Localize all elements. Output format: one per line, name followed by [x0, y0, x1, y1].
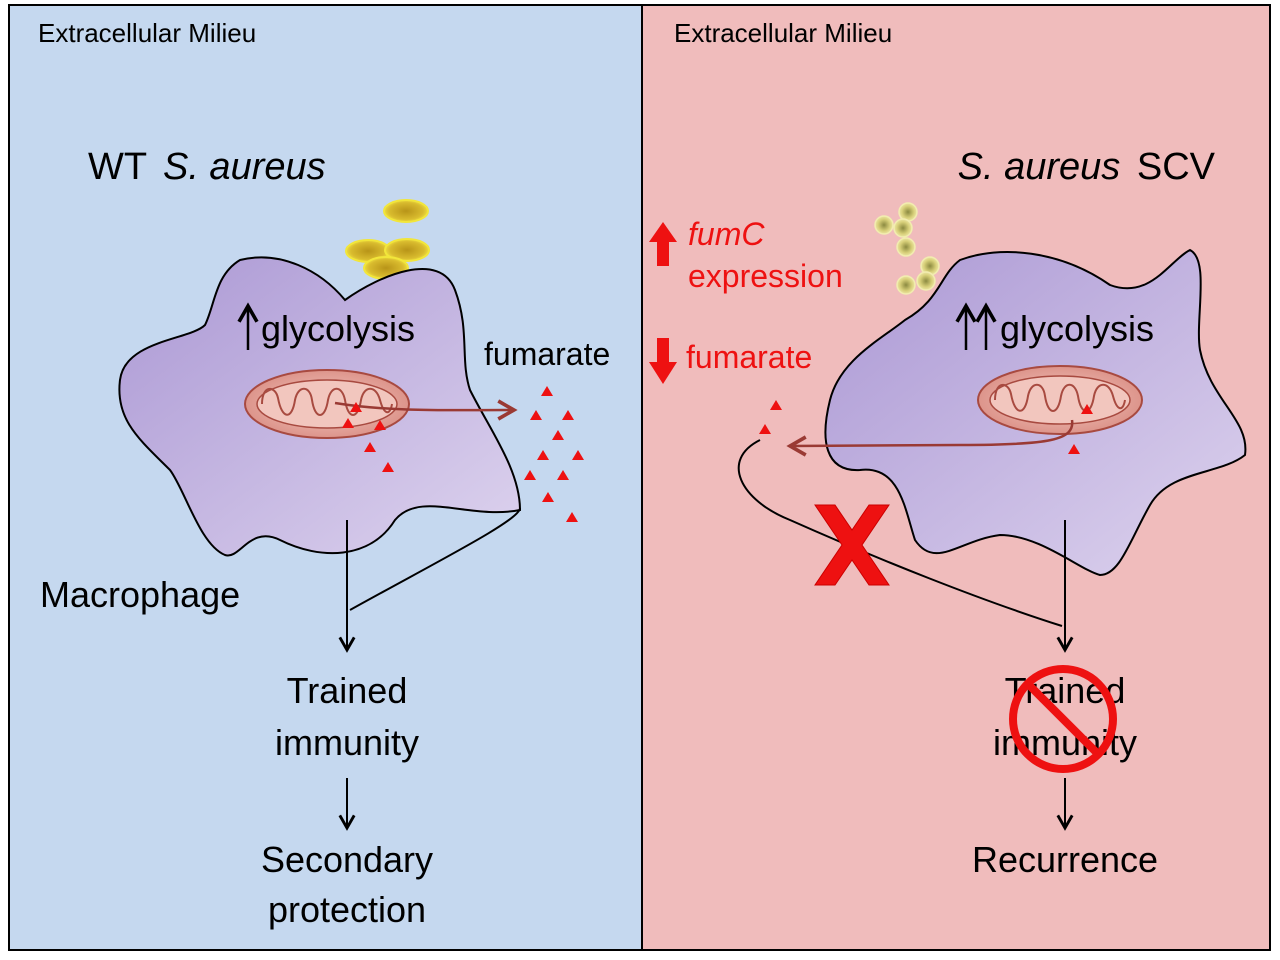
right-milieu-label: Extracellular Milieu	[674, 18, 892, 48]
fumarate-marker	[537, 450, 549, 460]
bacterium	[896, 275, 916, 295]
prohibited-icon	[1009, 665, 1117, 773]
left-fumarate-to-pathway-line	[349, 507, 521, 611]
fumarate-marker	[541, 386, 553, 396]
left-trained-line2: immunity	[275, 722, 419, 763]
fumarate-marker	[350, 402, 362, 412]
fumarate-marker	[530, 410, 542, 420]
right-mitochondrion-icon	[977, 365, 1143, 435]
fumarate-marker	[566, 512, 578, 522]
fumarate-marker	[382, 462, 394, 472]
fumc-gene-label: fumC	[688, 216, 765, 252]
bacterium	[874, 215, 894, 235]
recurrence-label: Recurrence	[972, 839, 1158, 880]
left-mitochondrion-icon	[244, 369, 410, 439]
left-macrophage-label: Macrophage	[40, 574, 240, 615]
right-fumarate-label: fumarate	[686, 339, 812, 375]
fumarate-marker	[1068, 444, 1080, 454]
fumarate-marker	[759, 424, 771, 434]
bacterium	[916, 271, 936, 291]
fumarate-marker	[552, 430, 564, 440]
left-trained-line1: Trained	[287, 670, 408, 711]
right-fumarate-export-arrow	[786, 419, 1074, 457]
left-glycolysis-label: glycolysis	[261, 308, 415, 349]
left-protection-line2: protection	[268, 889, 426, 930]
fumarate-marker	[557, 470, 569, 480]
left-milieu-label: Extracellular Milieu	[38, 18, 256, 48]
bacterium	[898, 202, 918, 222]
left-protection-line1: Secondary	[261, 839, 433, 880]
inhibition-x-icon	[814, 504, 890, 586]
right-fumarate-molecules	[759, 400, 1093, 454]
fumarate-marker	[562, 410, 574, 420]
scv-bacteria	[874, 202, 940, 295]
fumarate-marker	[542, 492, 554, 502]
right-organism-title: S. aureus SCV	[958, 146, 1216, 188]
fumarate-marker	[524, 470, 536, 480]
fumarate-marker	[342, 418, 354, 428]
fumc-expression-label: expression	[688, 258, 843, 294]
left-organism-title: WT S. aureus	[88, 146, 326, 188]
right-glycolysis-label: glycolysis	[1000, 308, 1154, 349]
fumarate-down-arrow-icon	[649, 338, 677, 384]
bacterium	[893, 218, 913, 238]
bacterium	[383, 199, 429, 223]
fumarate-marker	[1081, 404, 1093, 414]
bacterium	[384, 238, 430, 262]
bacterium	[896, 237, 916, 257]
left-fumarate-label: fumarate	[484, 336, 610, 372]
right-fumarate-to-pathway-line	[737, 439, 1063, 627]
fumarate-marker	[572, 450, 584, 460]
fumc-up-arrow-icon	[649, 222, 677, 266]
left-fumarate-molecules	[342, 386, 584, 522]
fumarate-marker	[374, 420, 386, 430]
fumarate-marker	[364, 442, 376, 452]
fumarate-marker	[770, 400, 782, 410]
